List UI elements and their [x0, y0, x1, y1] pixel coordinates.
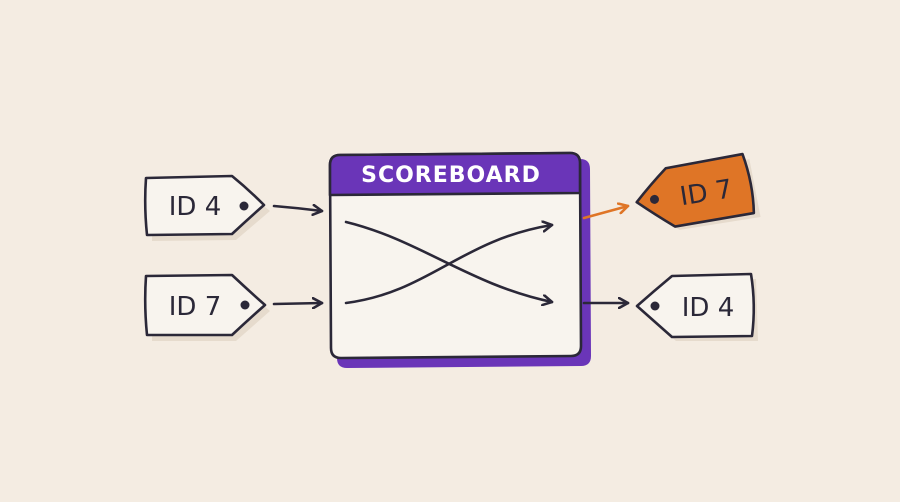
output-tag-id4: ID 4 [635, 272, 758, 341]
tag-hole-icon [240, 300, 250, 310]
input-tag-label: ID 7 [169, 292, 222, 322]
scoreboard-title: SCOREBOARD [361, 163, 541, 188]
swap-curve-up [344, 225, 554, 305]
input-tag-id7: ID 7 [143, 273, 270, 341]
output-tag-id7-highlighted: ID 7 [635, 152, 761, 230]
tag-hole-icon [650, 301, 660, 311]
tag-hole-icon [239, 201, 249, 211]
scoreboard-header [328, 151, 582, 197]
output-tag-label: ID 4 [682, 293, 735, 323]
tag-hole-icon [650, 194, 660, 204]
input-arrow-top [272, 206, 324, 211]
input-tag-label: ID 4 [169, 192, 222, 222]
swap-curve-down [344, 220, 554, 302]
output-arrow-top [582, 206, 630, 220]
input-arrow-bottom [272, 303, 324, 304]
scoreboard-window: SCOREBOARD [328, 151, 591, 368]
input-tag-id4: ID 4 [143, 174, 270, 241]
